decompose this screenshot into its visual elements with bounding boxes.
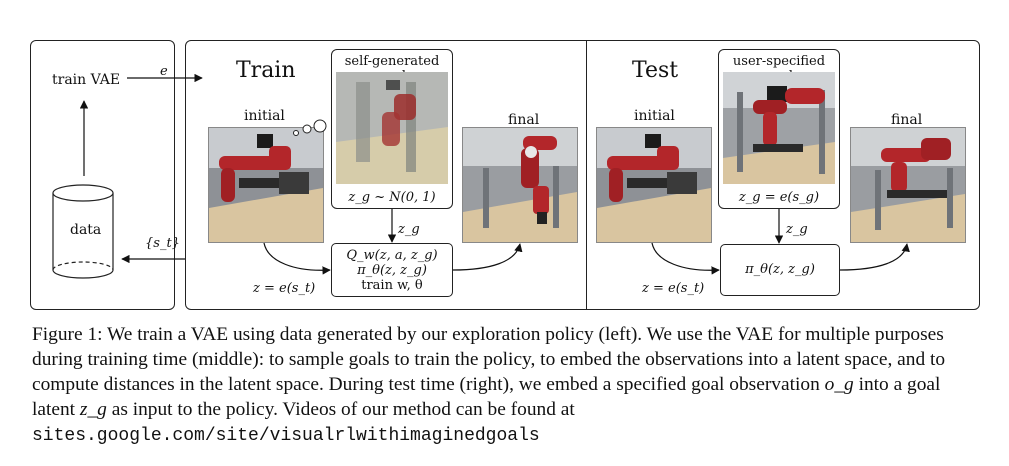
test-initial-to-policy-arrow [652, 243, 719, 270]
caption-text: Figure 1: We train a VAE using data gene… [32, 324, 945, 395]
caption-url: sites.google.com/site/visualrlwithimagin… [32, 426, 540, 446]
thought-bubble-icon [294, 120, 327, 136]
train-initial-to-policy-arrow [264, 243, 330, 270]
caption-after: as input to the policy. Videos of our me… [107, 399, 575, 420]
caption-og: o_g [825, 374, 854, 395]
test-policy-to-final-arrow [840, 244, 907, 270]
caption-zg: z_g [80, 399, 107, 420]
figure-caption: Figure 1: We train a VAE using data gene… [32, 322, 984, 449]
database-cylinder-icon [53, 185, 113, 278]
train-policy-to-final-arrow [453, 244, 520, 270]
figure-arrows [0, 0, 1009, 320]
